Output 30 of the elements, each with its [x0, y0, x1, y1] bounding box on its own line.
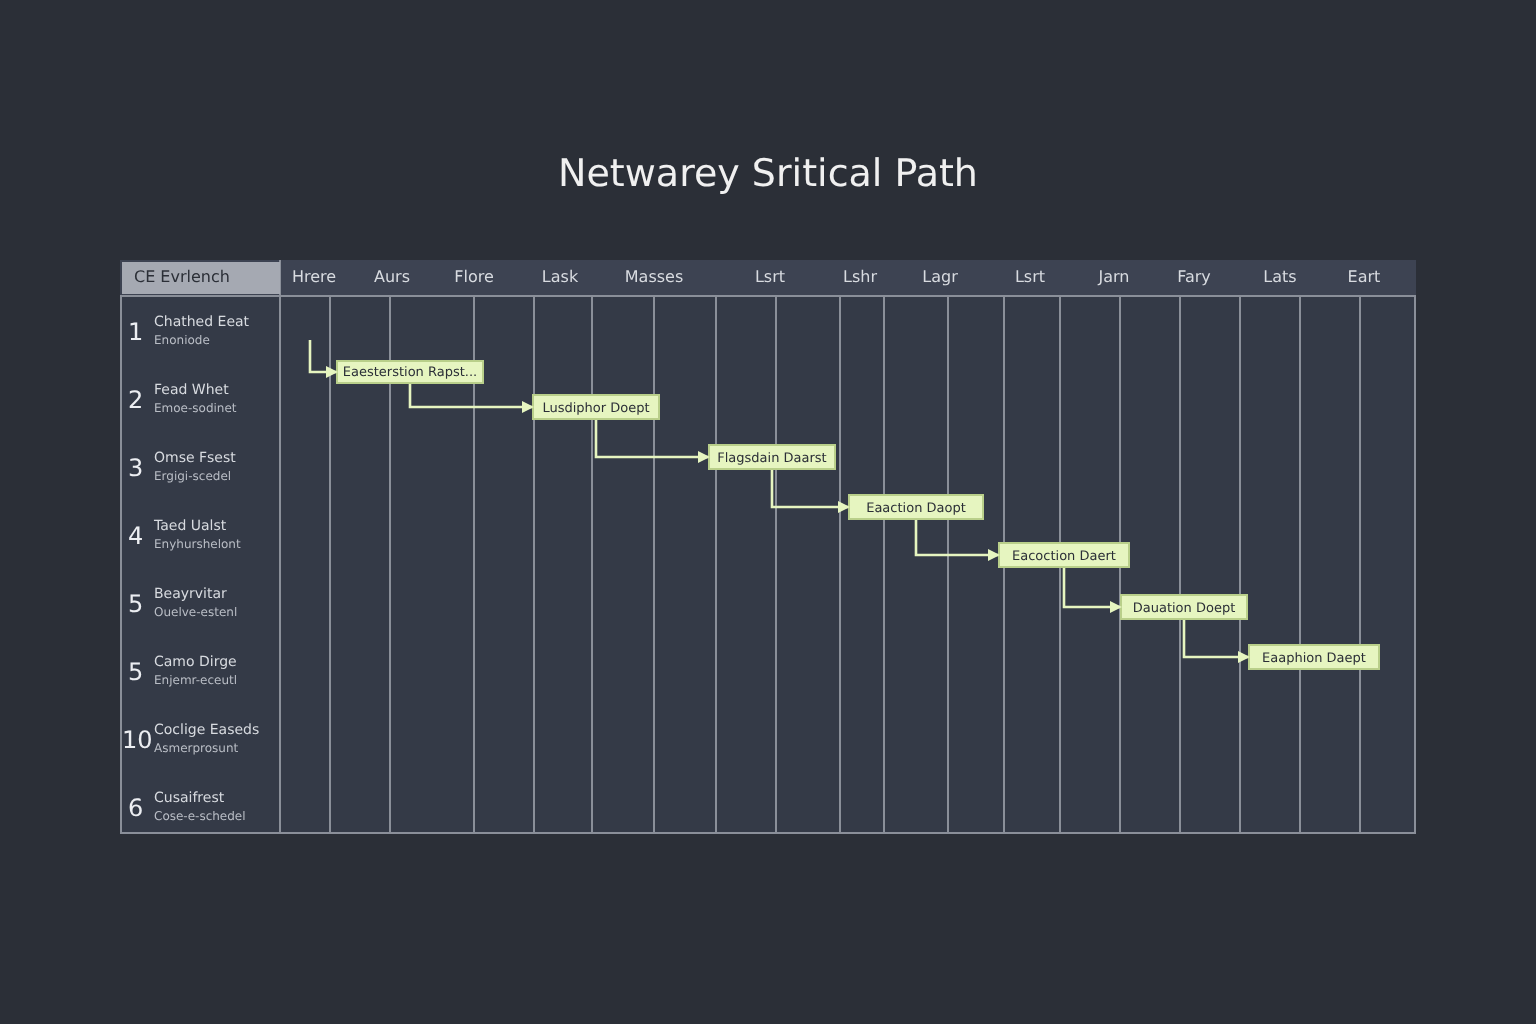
- arrow: [408, 384, 534, 413]
- row-number: 5: [128, 658, 144, 686]
- row-number: 3: [128, 454, 144, 482]
- chart-title: Netwarey Sritical Path: [556, 152, 980, 196]
- column-header: Aurs: [374, 268, 410, 286]
- column-header: Lshr: [843, 268, 877, 286]
- column-header: CE Evrlench: [122, 262, 280, 294]
- column-header: Eart: [1347, 268, 1381, 286]
- column-header: Lagr: [922, 268, 958, 286]
- column-header: Lats: [1263, 268, 1297, 286]
- row-number: 1: [128, 318, 144, 346]
- column-header: Lsrt: [754, 268, 786, 286]
- row-number: 2: [128, 386, 144, 414]
- arrow: [914, 520, 1000, 561]
- arrow: [770, 470, 850, 513]
- row-number: 10: [122, 726, 153, 754]
- column-header: Hrere: [291, 268, 337, 286]
- column-header: Jarn: [1098, 268, 1130, 286]
- column-header: Lask: [541, 268, 579, 286]
- arrow: [594, 420, 710, 463]
- column-header: Lsrt: [1014, 268, 1046, 286]
- column-header: Masses: [624, 268, 684, 286]
- arrow: [1182, 620, 1250, 663]
- column-header: Fary: [1177, 268, 1211, 286]
- row-number: 5: [128, 590, 144, 618]
- row-number: 4: [128, 522, 144, 550]
- arrow: [308, 340, 338, 378]
- column-header: Flore: [454, 268, 494, 286]
- row-number: 6: [128, 794, 144, 822]
- arrow: [1062, 568, 1122, 613]
